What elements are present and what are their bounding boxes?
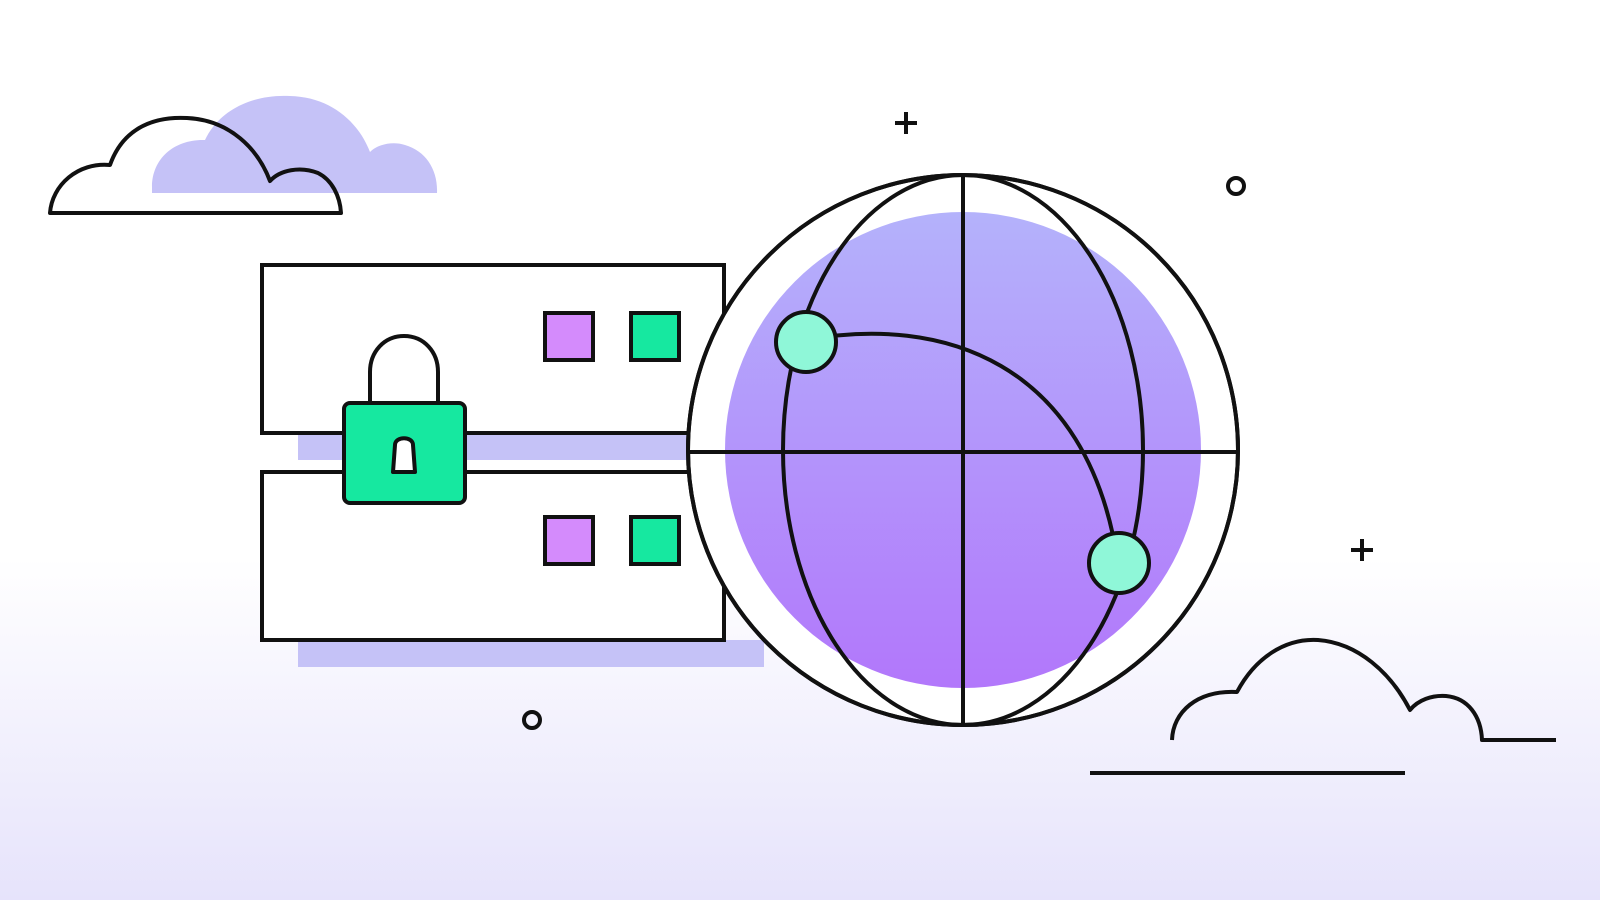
padlock-icon (342, 333, 467, 505)
globe-outline (686, 173, 1240, 727)
connection-node-icon (774, 310, 838, 374)
sparkle-plus-icon (1351, 539, 1373, 561)
sparkle-plus-icon (895, 112, 917, 134)
indicator-purple-bottom (543, 515, 595, 566)
indicator-green-bottom (629, 515, 681, 566)
cloud-icon (1090, 637, 1556, 775)
connection-arc (805, 331, 1120, 564)
cloud-outline (48, 115, 343, 215)
sparkle-ring-icon (1226, 176, 1246, 196)
padlock-shackle (368, 333, 440, 404)
server-shadow-bottom (298, 640, 764, 667)
connection-node-icon (1087, 531, 1151, 595)
indicator-purple-top (543, 311, 595, 362)
indicator-green-top (629, 311, 681, 362)
globe-icon (686, 173, 1240, 727)
cloud-icon (48, 95, 438, 215)
cloud-shadow (152, 95, 438, 193)
padlock-keyhole (391, 436, 417, 474)
server-icon (260, 263, 768, 667)
sparkle-ring-icon (522, 710, 542, 730)
cloud-outline (1170, 637, 1556, 742)
